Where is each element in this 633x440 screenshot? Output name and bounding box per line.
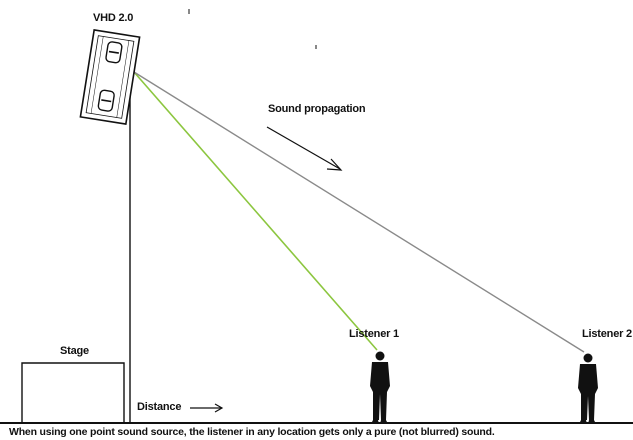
listener-2-label: Listener 2 — [582, 328, 632, 340]
caption: When using one point sound source, the l… — [9, 426, 495, 438]
sound-line-listener-2 — [133, 71, 585, 353]
speaker-cabinet — [79, 29, 141, 125]
stage-platform — [21, 362, 125, 423]
propagation-arrow — [266, 126, 343, 171]
listener-1-figure — [370, 351, 390, 424]
distance-arrow — [190, 403, 224, 413]
distance-label: Distance — [137, 401, 182, 413]
listener-2-figure — [578, 353, 598, 424]
device-label: VHD 2.0 — [93, 12, 134, 24]
stage-label: Stage — [60, 345, 89, 357]
sound-propagation-label: Sound propagation — [268, 103, 366, 115]
sound-line-listener-1 — [133, 71, 378, 351]
listener-1-label: Listener 1 — [349, 328, 399, 340]
